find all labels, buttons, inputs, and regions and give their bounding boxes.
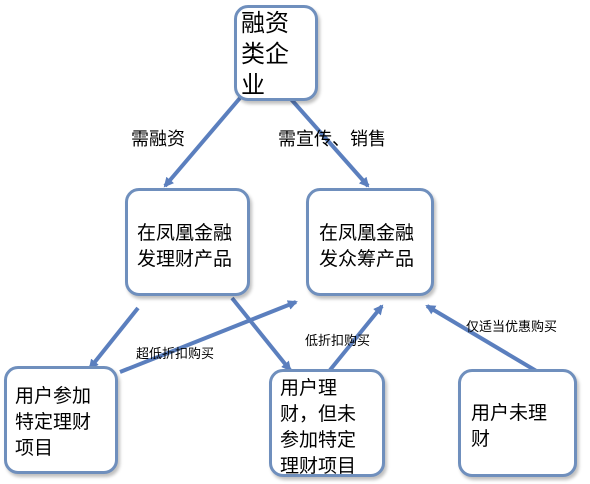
- node-user-special: 用户参加 特定理财 项目: [4, 366, 118, 474]
- node-user-no-finance-label: 用户未理 财: [471, 402, 548, 450]
- arrow-finance-product-to-user-not-special: [230, 296, 292, 372]
- edge-label-only-proper-discount: 仅适当优惠购买: [466, 320, 558, 335]
- node-crowdfunding-product: 在凤凰金融 发众筹产品: [306, 188, 434, 296]
- edge-label-super-discount: 超低折扣购买: [136, 347, 215, 362]
- edge-label-need-promotion-sales: 需宣传、销售: [278, 129, 386, 150]
- arrow-company-to-crowdfunding-product: [288, 96, 370, 188]
- node-financing-company-label: 融资 类企 业: [241, 9, 289, 99]
- node-crowdfunding-product-label: 在凤凰金融 发众筹产品: [319, 222, 415, 270]
- node-finance-product-label: 在凤凰金融 发理财产品: [137, 222, 233, 270]
- node-financing-company: 融资 类企 业: [234, 5, 318, 101]
- node-user-finance-not-special-label: 用户理 财，但未 参加特定 理财项目: [280, 377, 357, 477]
- node-finance-product: 在凤凰金融 发理财产品: [125, 188, 250, 296]
- arrow-finance-product-to-user-special: [88, 306, 140, 370]
- node-user-finance-not-special: 用户理 财，但未 参加特定 理财项目: [269, 369, 385, 477]
- arrow-user-no-finance-to-crowdfunding: [425, 304, 540, 374]
- arrow-user-not-special-to-crowdfunding: [328, 304, 384, 372]
- node-user-no-finance: 用户未理 财: [458, 369, 577, 477]
- edge-label-discount: 低折扣购买: [305, 334, 371, 349]
- node-user-special-label: 用户参加 特定理财 项目: [15, 385, 92, 459]
- edge-label-need-financing: 需融资: [131, 129, 185, 150]
- arrow-company-to-finance-product: [163, 96, 242, 188]
- arrow-user-special-to-crowdfunding: [119, 300, 298, 374]
